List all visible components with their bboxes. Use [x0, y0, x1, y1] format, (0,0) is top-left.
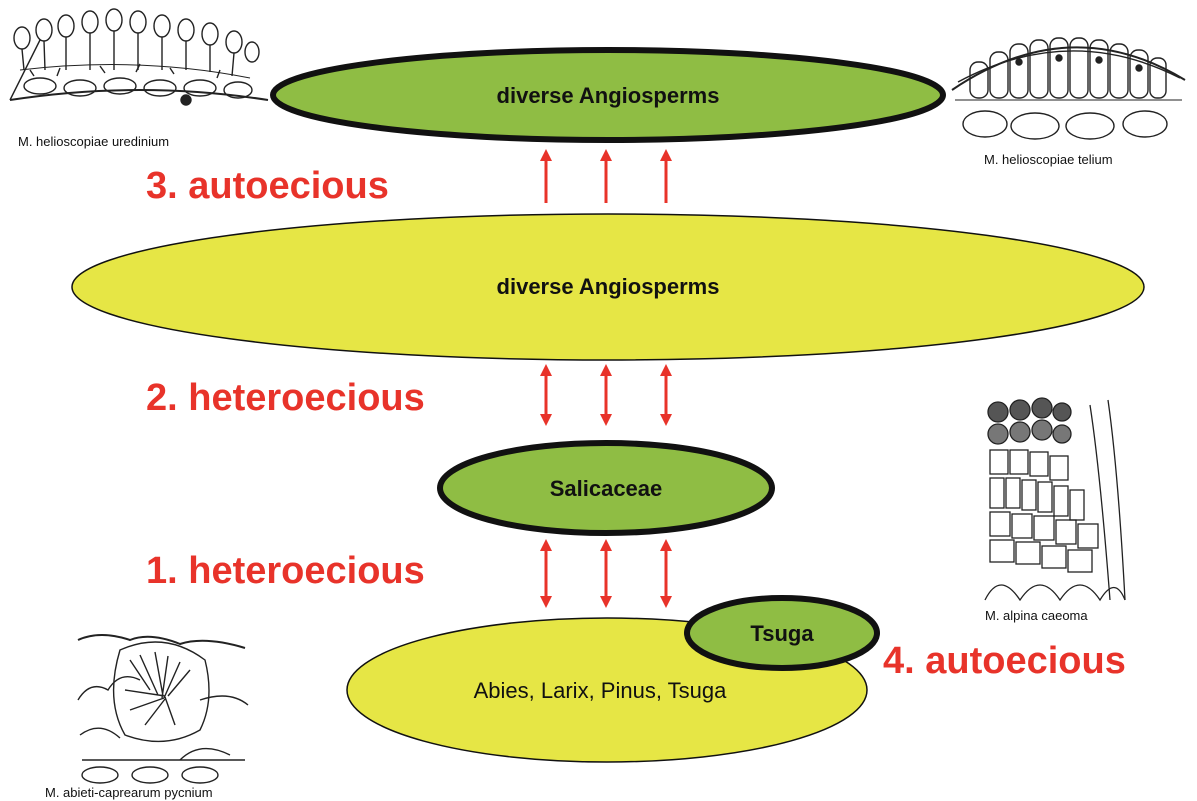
uredinium-drawing — [10, 9, 268, 105]
host-tsuga-label: Tsuga — [750, 621, 814, 646]
uredinium-caption: M. helioscopiae uredinium — [18, 134, 169, 149]
host-salicaceae: Salicaceae — [440, 443, 772, 533]
stage-1-label: 1. heteroecious — [146, 550, 425, 592]
host-middle-label: diverse Angiosperms — [497, 274, 720, 299]
arrows-top — [546, 155, 666, 203]
pycnium-drawing — [78, 635, 248, 783]
host-tsuga: Tsuga — [687, 598, 877, 668]
stage-4-label: 4. autoecious — [883, 640, 1126, 682]
telium-drawing — [952, 38, 1185, 139]
host-middle-angiosperms: diverse Angiosperms — [72, 214, 1144, 360]
host-salicaceae-label: Salicaceae — [550, 476, 663, 501]
arrows-middle — [546, 370, 666, 420]
host-conifers-label: Abies, Larix, Pinus, Tsuga — [474, 678, 727, 703]
stage-2-label: 2. heteroecious — [146, 377, 425, 419]
caeoma-drawing — [985, 398, 1125, 600]
telium-caption: M. helioscopiae telium — [984, 152, 1113, 167]
pycnium-caption: M. abieti-caprearum pycnium — [45, 785, 213, 800]
stage-3-label: 3. autoecious — [146, 165, 389, 207]
arrows-bottom — [546, 545, 666, 602]
host-top-label: diverse Angiosperms — [497, 83, 720, 108]
caeoma-caption: M. alpina caeoma — [985, 608, 1088, 623]
host-top-angiosperms: diverse Angiosperms — [273, 50, 943, 140]
